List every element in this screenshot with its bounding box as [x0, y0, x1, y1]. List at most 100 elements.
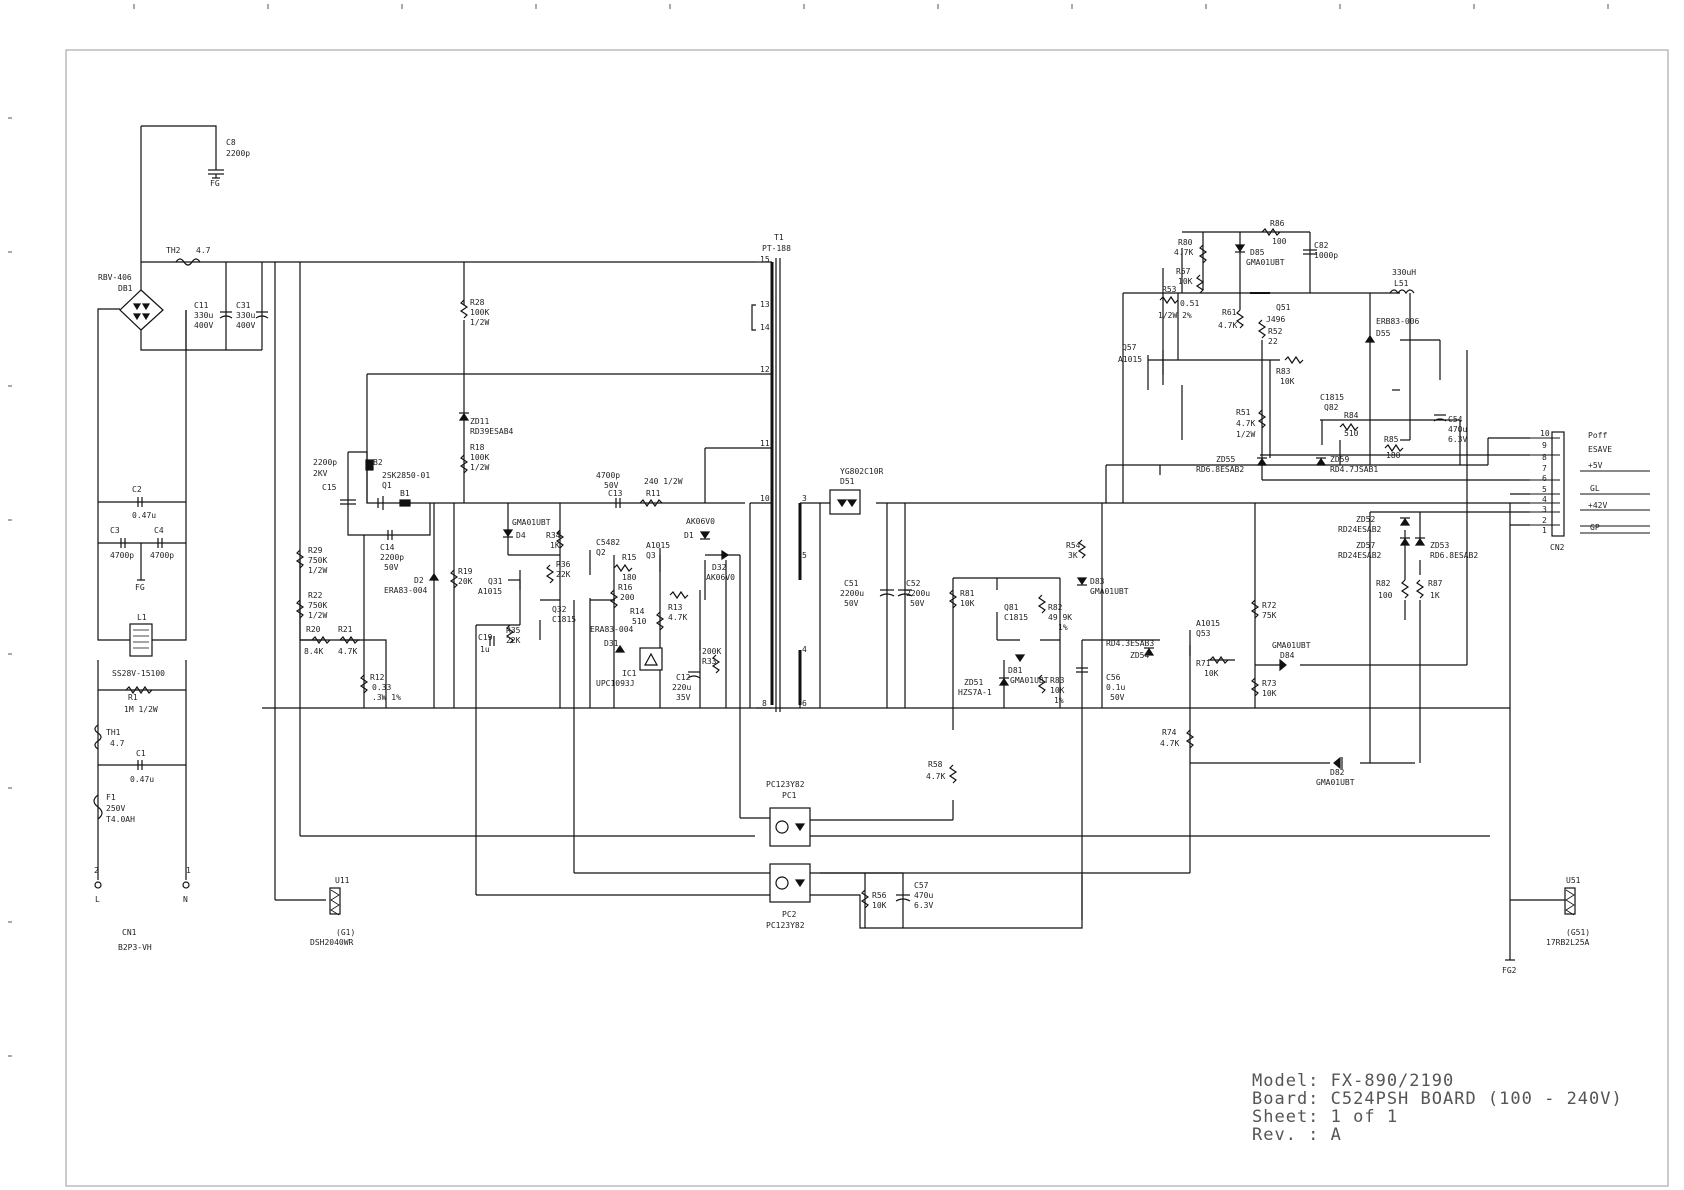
label-d55-value: ERB83-006	[1376, 317, 1420, 326]
title-rev: Rev. : A	[1252, 1125, 1342, 1145]
label-c54: C54	[1448, 415, 1463, 424]
label-q1: Q1	[382, 481, 392, 490]
label-th1: TH1	[106, 728, 121, 737]
label-db1: DB1	[118, 284, 133, 293]
label-r87-value: 1K	[1430, 591, 1440, 600]
label-t1: T1	[774, 233, 784, 242]
label-c1-value: 0.47u	[130, 775, 154, 784]
label-c12-volt: 35V	[676, 693, 691, 702]
title-model: Model: FX-890/2190	[1252, 1071, 1454, 1091]
label-q51: Q51	[1276, 303, 1291, 312]
label-cn1: CN1	[122, 928, 137, 937]
label-r85: R85	[1384, 435, 1399, 444]
label-d32-value: AK06V0	[706, 573, 735, 582]
label-pc2-value: PC123Y82	[766, 921, 805, 930]
label-tp8: 8	[762, 699, 767, 708]
label-r71: R71	[1196, 659, 1211, 668]
label-d83: D83	[1090, 577, 1105, 586]
label-r83b: R83	[1050, 676, 1065, 685]
label-5v: +5V	[1588, 461, 1603, 470]
label-r51-value: 4.7K	[1236, 419, 1255, 428]
label-r35-value: 22K	[506, 636, 521, 645]
label-r82b-value: 100	[1378, 591, 1393, 600]
label-c2-value: 0.47u	[132, 511, 156, 520]
label-r11-value: 240 1/2W	[644, 477, 683, 486]
label-th1-value: 4.7	[110, 739, 125, 748]
label-c52: C52	[906, 579, 921, 588]
label-cn1-N: N	[183, 895, 188, 904]
label-r16-value: 200	[620, 593, 635, 602]
label-pc2: PC2	[782, 910, 797, 919]
title-board: Board: C524PSH BOARD (100 - 240V)	[1252, 1089, 1623, 1109]
label-r54-value: 3K	[1068, 551, 1078, 560]
label-r53: R53	[1162, 285, 1177, 294]
label-cn1-L: L	[95, 895, 100, 904]
label-zd54-value: RD4.3ESAB3	[1106, 639, 1154, 648]
label-r15: R15	[622, 553, 637, 562]
label-q51-value: J496	[1266, 315, 1285, 324]
label-c11-volt: 400V	[194, 321, 213, 330]
label-r20: R20	[306, 625, 321, 634]
label-pc1-value: PC123Y82	[766, 780, 805, 789]
label-c51-volt: 50V	[844, 599, 859, 608]
label-q32: Q32	[552, 605, 567, 614]
label-c4: C4	[154, 526, 164, 535]
label-c56-volt: 50V	[1110, 693, 1125, 702]
label-c3: C3	[110, 526, 120, 535]
label-r80-value: 4.7K	[1174, 248, 1193, 257]
label-cn2-pin10: 10	[1540, 429, 1550, 438]
label-c57: C57	[914, 881, 929, 890]
label-c14: C14	[380, 543, 395, 552]
label-c14-volt: 50V	[384, 563, 399, 572]
label-r54: R54	[1066, 541, 1081, 550]
label-ic1-value: UPC1093J	[596, 679, 635, 688]
label-d2: D2	[414, 576, 424, 585]
label-zd57: ZD57	[1356, 541, 1375, 550]
label-r33-value: 200K	[702, 647, 721, 656]
label-gp: GP	[1590, 523, 1600, 532]
label-th2: TH2	[166, 246, 181, 255]
label-r18-power: 1/2W	[470, 463, 489, 472]
label-ic1: IC1	[622, 669, 637, 678]
label-l1-value: SS28V-15100	[112, 669, 165, 678]
label-cn2-pin2: 2	[1542, 516, 1547, 525]
label-r18-value: 100K	[470, 453, 489, 462]
label-r81-value: 10K	[960, 599, 975, 608]
label-c82-value: 1000p	[1314, 251, 1338, 260]
label-r19: R19	[458, 567, 473, 576]
label-c15-volt: 2KV	[313, 469, 328, 478]
label-r18: R18	[470, 443, 485, 452]
label-q53: Q53	[1196, 629, 1211, 638]
label-c11: C11	[194, 301, 209, 310]
label-r22-value: 750K	[308, 601, 327, 610]
label-c4-value: 4700p	[150, 551, 174, 560]
label-d81: D81	[1008, 666, 1023, 675]
label-r12-power: .3W 1%	[372, 693, 401, 702]
label-zd52: ZD52	[1356, 515, 1375, 524]
component-labels: C8 2200p FG TH2 4.7 RBV-406 DB1 C11 330u…	[94, 138, 1612, 975]
label-rbv: RBV-406	[98, 273, 132, 282]
label-r82-value: 49.9K	[1048, 613, 1072, 622]
label-zd51: ZD51	[964, 678, 983, 687]
label-d84: D84	[1280, 651, 1295, 660]
label-d4: D4	[516, 531, 526, 540]
label-f1-rating: T4.0AH	[106, 815, 135, 824]
label-zd52-value: RD24ESAB2	[1338, 525, 1382, 534]
label-th2-value: 4.7	[196, 246, 211, 255]
label-r19-value: 20K	[458, 577, 473, 586]
label-r12-value: 0.33	[372, 683, 391, 692]
label-q82: Q82	[1324, 403, 1339, 412]
label-cn2-pin3: 3	[1542, 505, 1547, 514]
label-u11-value: (G1)	[336, 928, 355, 937]
label-r29: R29	[308, 546, 323, 555]
label-d1-value: AK06V0	[686, 517, 715, 526]
label-q81: Q81	[1004, 603, 1019, 612]
label-r1-value: 1M 1/2W	[124, 705, 158, 714]
label-tp12: 12	[760, 365, 770, 374]
label-r82: R82	[1048, 603, 1063, 612]
label-c11-value: 330u	[194, 311, 213, 320]
label-u51-value: (G51)	[1566, 928, 1590, 937]
label-q31-value: A1015	[478, 587, 502, 596]
